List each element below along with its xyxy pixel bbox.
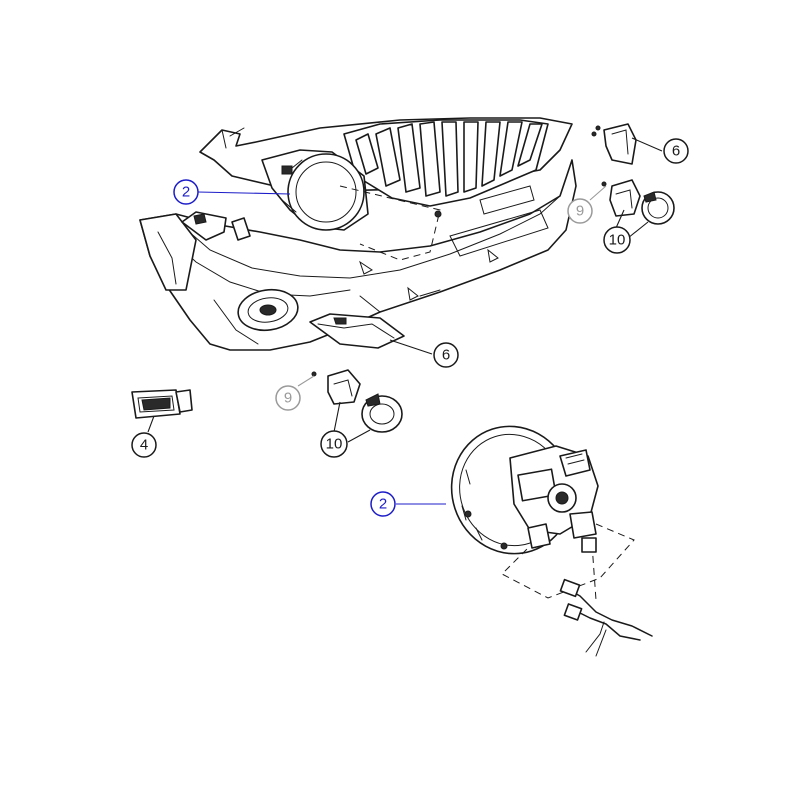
svg-text:10: 10	[326, 436, 343, 453]
leader-2-top	[197, 191, 291, 195]
fog-lamp-detail	[450, 425, 599, 555]
callout-6-upper: 6	[663, 138, 689, 164]
fog-lamp-bezel-lower	[309, 313, 405, 349]
leader-9-right	[589, 185, 607, 201]
leader-4	[147, 415, 155, 433]
svg-text:4: 4	[140, 437, 148, 454]
callout-2-top: 2	[173, 179, 199, 205]
side-marker-lamp	[131, 389, 193, 419]
fog-lamp-bezel-upper	[591, 123, 637, 165]
svg-text:6: 6	[442, 347, 450, 364]
fog-lamp-installed	[261, 149, 442, 261]
svg-text:2: 2	[379, 496, 387, 513]
callout-2-detail: 2	[370, 491, 396, 517]
svg-text:2: 2	[182, 184, 190, 201]
wiring-harness	[501, 523, 653, 657]
leader-9-left	[297, 375, 315, 387]
front-fascia-assembly	[139, 117, 577, 351]
lamp-bracket-right	[601, 179, 675, 225]
callout-9-left: 9	[275, 385, 301, 411]
svg-text:9: 9	[576, 203, 584, 220]
leader-lines	[147, 137, 663, 505]
callout-4: 4	[131, 432, 157, 458]
leader-6-lower	[389, 339, 433, 355]
svg-text:9: 9	[284, 390, 292, 407]
callout-10-left: 10	[320, 430, 348, 458]
leader-10-left-b	[347, 429, 371, 443]
leader-10-left-a	[333, 401, 341, 433]
callout-10-right: 10	[603, 226, 631, 254]
leader-6-upper	[631, 137, 663, 152]
leader-10-right-b	[627, 221, 649, 239]
svg-text:10: 10	[609, 232, 626, 249]
svg-text:6: 6	[672, 143, 680, 160]
callout-9-right: 9	[567, 198, 593, 224]
grille-slots	[355, 121, 543, 197]
lamp-bracket-left	[311, 369, 403, 433]
leader-10-right-a	[615, 209, 625, 229]
callout-6-lower: 6	[433, 342, 459, 368]
